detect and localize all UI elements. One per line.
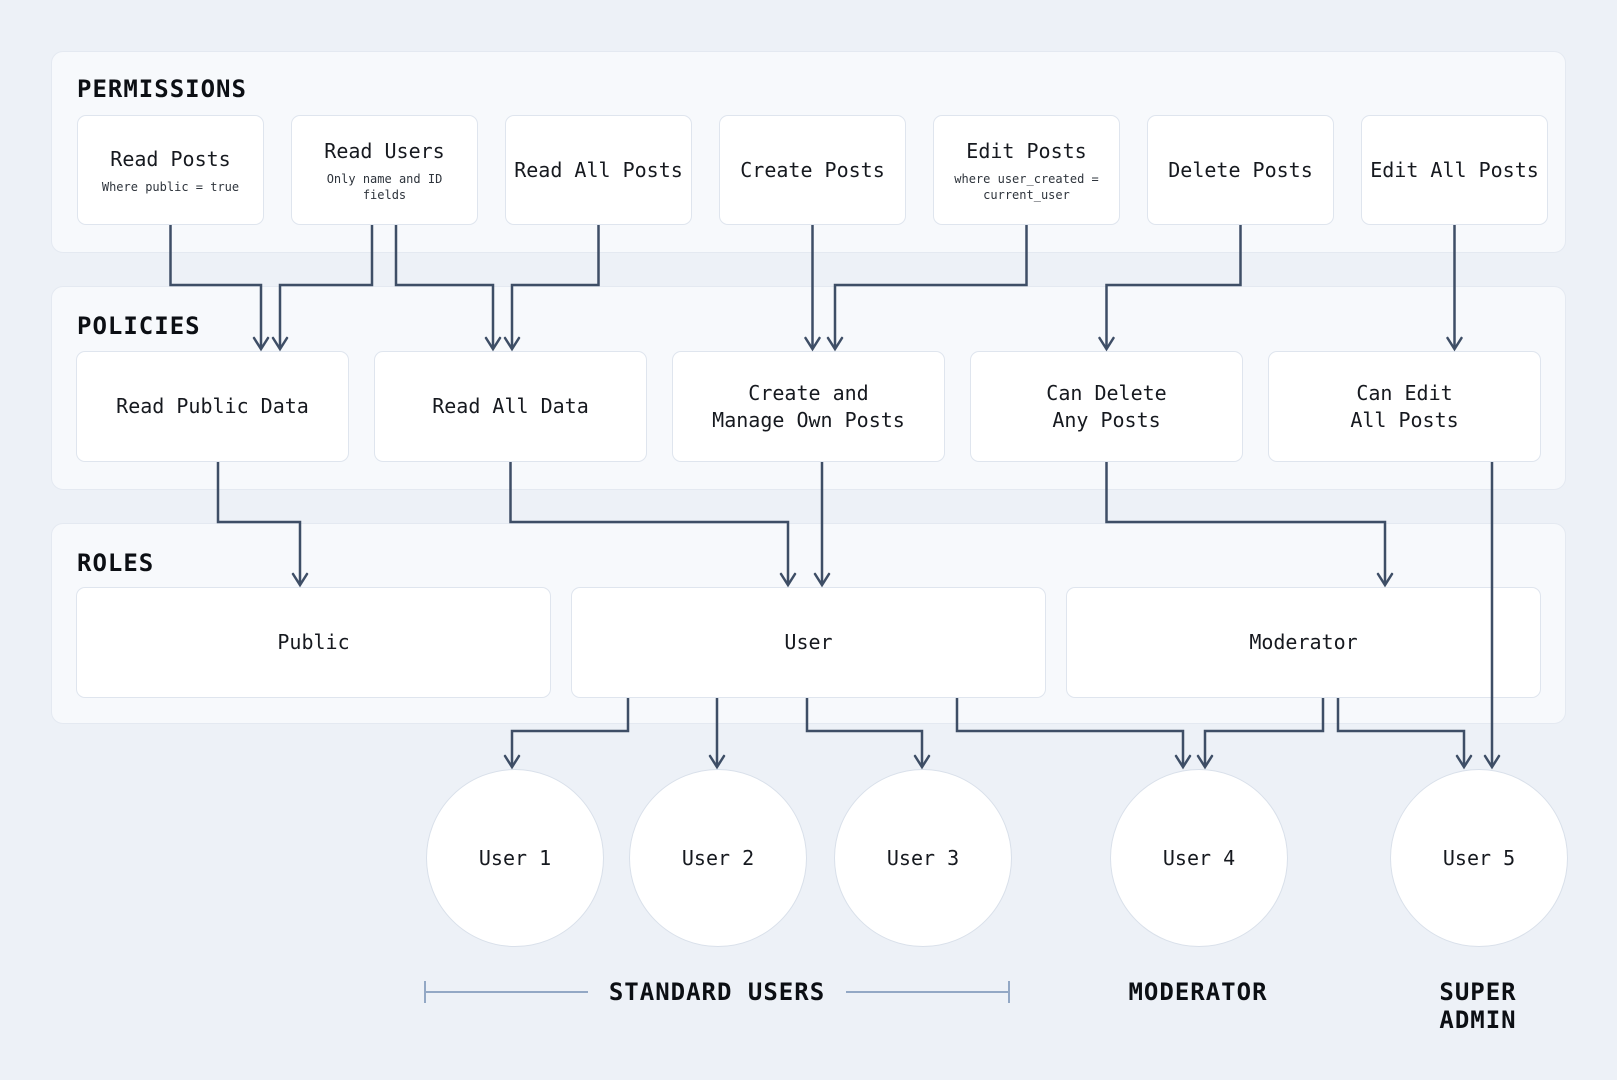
role-node-public: Public bbox=[76, 587, 551, 698]
node-label: Moderator bbox=[1249, 630, 1358, 654]
node-label: Public bbox=[277, 630, 350, 654]
node-label: Read Posts bbox=[110, 146, 231, 171]
permission-node-edit-posts: Edit Posts where user_created = current_… bbox=[933, 115, 1120, 225]
node-label: Create and bbox=[748, 380, 869, 405]
group-label-super-admin: SUPER ADMIN bbox=[1439, 978, 1517, 1034]
user-circle-2: User 2 bbox=[629, 769, 807, 947]
node-note: Where public = true bbox=[101, 179, 240, 194]
node-label: Manage Own Posts bbox=[712, 407, 905, 432]
policies-title: POLICIES bbox=[77, 312, 201, 340]
permission-node-read-posts: Read Posts Where public = true bbox=[77, 115, 264, 225]
node-note: where user_created = current_user bbox=[954, 171, 1099, 202]
node-label: Edit All Posts bbox=[1370, 157, 1539, 182]
user-label: User 1 bbox=[478, 846, 552, 870]
permission-node-read-users: Read Users Only name and ID fields bbox=[291, 115, 478, 225]
user-circle-5: User 5 bbox=[1390, 769, 1568, 947]
node-label: Read Public Data bbox=[116, 394, 309, 418]
node-label: All Posts bbox=[1350, 407, 1459, 432]
permission-node-edit-all-posts: Edit All Posts bbox=[1361, 115, 1548, 225]
node-note: Only name and ID fields bbox=[326, 171, 443, 202]
node-label: Read Users bbox=[324, 138, 445, 163]
node-label: Read All Data bbox=[432, 394, 589, 418]
node-label: Delete Posts bbox=[1168, 157, 1313, 182]
permission-node-read-all-posts: Read All Posts bbox=[505, 115, 692, 225]
permissions-title: PERMISSIONS bbox=[77, 75, 247, 103]
node-label: Any Posts bbox=[1052, 407, 1161, 432]
roles-title: ROLES bbox=[77, 549, 155, 577]
user-circle-1: User 1 bbox=[426, 769, 604, 947]
group-label-moderator: MODERATOR bbox=[1128, 978, 1268, 1006]
role-node-user: User bbox=[571, 587, 1046, 698]
node-label: User bbox=[784, 630, 833, 654]
user-circle-4: User 4 bbox=[1110, 769, 1288, 947]
policy-node-read-public-data: Read Public Data bbox=[76, 351, 349, 462]
user-label: User 4 bbox=[1162, 846, 1236, 870]
role-node-moderator: Moderator bbox=[1066, 587, 1541, 698]
node-label: Edit Posts bbox=[966, 138, 1087, 163]
permission-node-create-posts: Create Posts bbox=[719, 115, 906, 225]
node-label: Can Edit bbox=[1356, 380, 1453, 405]
group-label-standard-users: STANDARD USERS bbox=[608, 978, 826, 1006]
policy-node-read-all-data: Read All Data bbox=[374, 351, 647, 462]
policy-node-can-delete-any-posts: Can Delete Any Posts bbox=[970, 351, 1243, 462]
policy-node-can-edit-all-posts: Can Edit All Posts bbox=[1268, 351, 1541, 462]
policy-node-create-manage-own-posts: Create and Manage Own Posts bbox=[672, 351, 945, 462]
node-label: Read All Posts bbox=[514, 157, 683, 182]
user-label: User 2 bbox=[681, 846, 755, 870]
user-label: User 3 bbox=[886, 846, 960, 870]
permission-node-delete-posts: Delete Posts bbox=[1147, 115, 1334, 225]
user-label: User 5 bbox=[1442, 846, 1516, 870]
user-circle-3: User 3 bbox=[834, 769, 1012, 947]
node-label: Can Delete bbox=[1046, 380, 1167, 405]
node-label: Create Posts bbox=[740, 157, 885, 182]
